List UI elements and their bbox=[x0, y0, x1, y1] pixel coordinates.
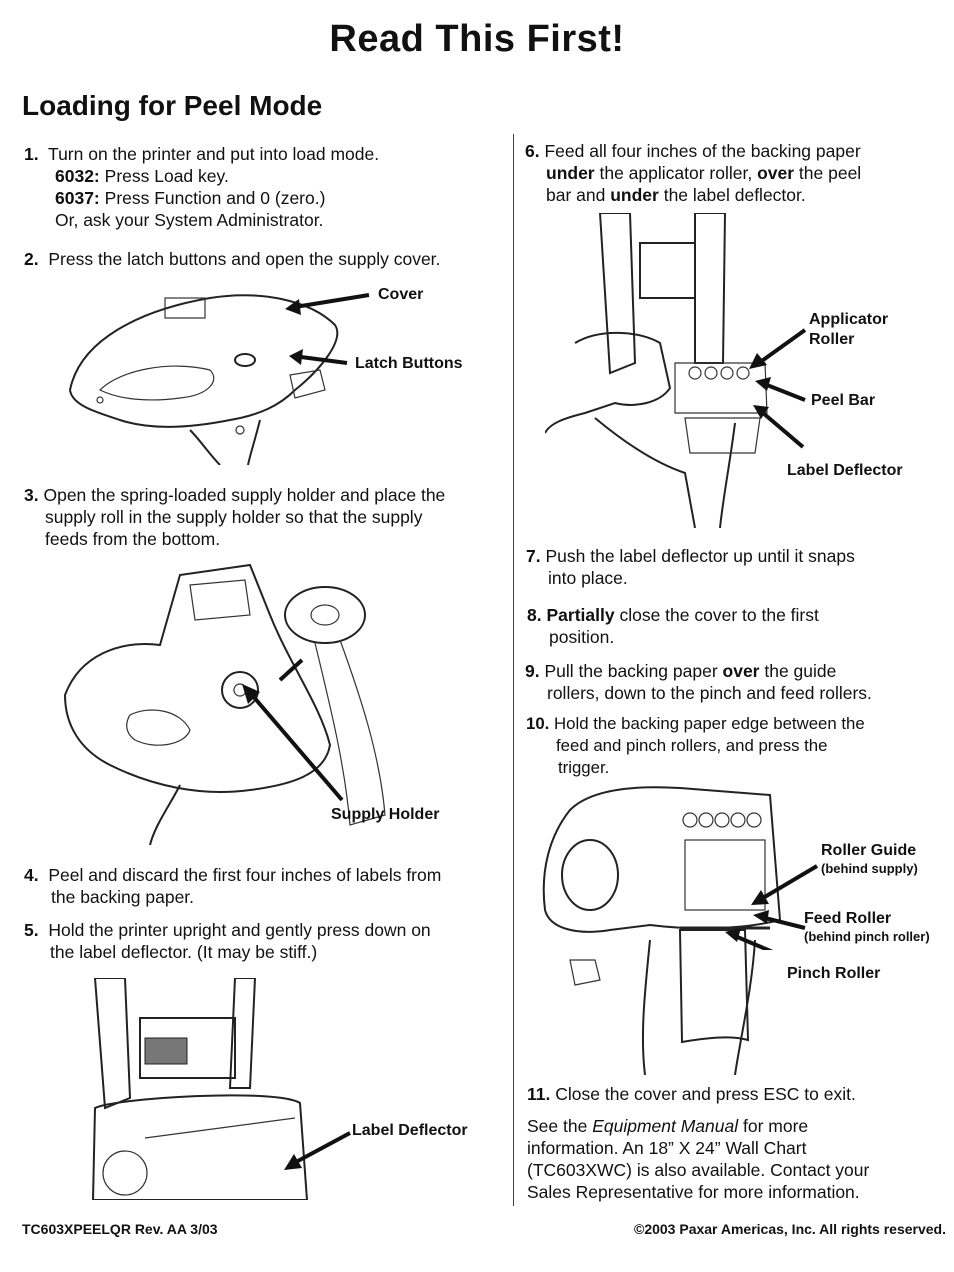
equipment-manual-ref: Equipment Manual bbox=[592, 1116, 739, 1136]
step-11: 11. Close the cover and press ESC to exi… bbox=[527, 1084, 856, 1104]
figure-pinch-feed-rollers bbox=[540, 780, 785, 1075]
footer-doc-id: TC603XPEELQR Rev. AA 3/03 bbox=[22, 1221, 218, 1237]
step-5: 5. Hold the printer upright and gently p… bbox=[24, 920, 431, 962]
arrow-supply-holder bbox=[242, 658, 344, 802]
callout-feed-roller: Feed Roller (behind pinch roller) bbox=[804, 910, 930, 944]
callout-supply-holder: Supply Holder bbox=[331, 806, 440, 823]
section-title: Loading for Peel Mode bbox=[22, 90, 323, 121]
step-6: 6. Feed all four inches of the backing p… bbox=[525, 141, 862, 205]
figure-supply-holder bbox=[60, 555, 390, 845]
callout-roller-guide: Roller Guide (behind supply) bbox=[821, 842, 918, 876]
arrow-cover bbox=[285, 293, 370, 365]
arrow-label-deflector-left bbox=[284, 1131, 351, 1170]
step-2: 2. Press the latch buttons and open the … bbox=[24, 249, 441, 269]
callout-label-deflector-right: Label Deflector bbox=[787, 462, 903, 479]
more-information: See the Equipment Manual for more inform… bbox=[527, 1116, 870, 1202]
column-divider bbox=[513, 134, 514, 1206]
callout-pinch-roller: Pinch Roller bbox=[787, 965, 881, 982]
footer-copyright: ©2003 Paxar Americas, Inc. All rights re… bbox=[634, 1221, 946, 1237]
step-1: 1. Turn on the printer and put into load… bbox=[24, 144, 380, 230]
step-4: 4. Peel and discard the first four inche… bbox=[24, 865, 442, 907]
callout-peel-bar: Peel Bar bbox=[811, 392, 876, 409]
step-3: 3. Open the spring-loaded supply holder … bbox=[24, 485, 446, 549]
step-10: 10. Hold the backing paper edge between … bbox=[526, 714, 865, 777]
step-8: 8. Partially close the cover to the firs… bbox=[527, 605, 819, 647]
page-title: Read This First! bbox=[329, 18, 625, 60]
step-7: 7. Push the label deflector up until it … bbox=[526, 546, 855, 588]
figure-printer-cover bbox=[60, 280, 380, 465]
step-9: 9. Pull the backing paper over the guide… bbox=[525, 661, 872, 703]
figure-label-deflector bbox=[85, 978, 310, 1200]
figure-applicator-roller bbox=[545, 213, 790, 528]
arrows-applicator-peel-deflector bbox=[749, 328, 807, 449]
callout-cover: Cover bbox=[378, 286, 424, 303]
callout-label-deflector-left: Label Deflector bbox=[352, 1122, 468, 1139]
callout-latch-buttons: Latch Buttons bbox=[355, 355, 463, 372]
arrows-roller-guide-feed-pinch bbox=[725, 864, 819, 950]
